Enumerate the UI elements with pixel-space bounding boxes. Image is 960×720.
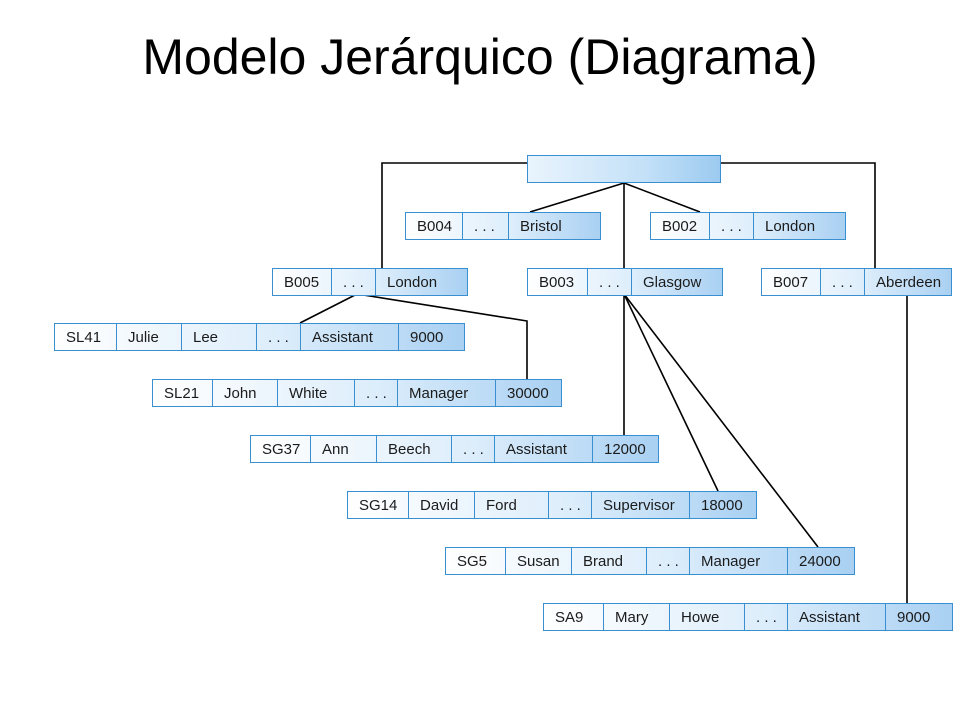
ellipsis-cell: . . . [647, 548, 690, 574]
first-name-cell: Susan [506, 548, 572, 574]
staff-no-cell: SG14 [348, 492, 409, 518]
staff-record-sg5: SG5 Susan Brand . . . Manager 24000 [445, 547, 855, 575]
last-name-cell: Lee [182, 324, 257, 350]
position-cell: Manager [690, 548, 788, 574]
salary-cell: 18000 [701, 496, 743, 514]
city-cell: London [765, 217, 816, 235]
connector-b003-sg5 [623, 293, 819, 548]
ellipsis-cell: . . . [463, 213, 509, 239]
city-cell: Aberdeen [876, 273, 942, 291]
staff-no-cell: SA9 [544, 604, 604, 630]
branch-record-b003: B003 . . . Glasgow [527, 268, 723, 296]
salary-cell: 24000 [799, 552, 841, 570]
connector-b003-sg14 [623, 293, 719, 492]
connector-b005-sl41 [299, 293, 358, 324]
branch-no-cell: B005 [273, 269, 332, 295]
root-record [527, 155, 721, 183]
staff-record-sg37: SG37 Ann Beech . . . Assistant 12000 [250, 435, 659, 463]
branch-no-cell: B007 [762, 269, 821, 295]
position-cell: Supervisor [592, 492, 690, 518]
ellipsis-cell: . . . [257, 324, 301, 350]
page-title: Modelo Jerárquico (Diagrama) [142, 29, 818, 85]
branch-record-b002: B002 . . . London [650, 212, 846, 240]
first-name-cell: Mary [604, 604, 670, 630]
first-name-cell: Julie [117, 324, 182, 350]
ellipsis-cell: . . . [332, 269, 376, 295]
last-name-cell: Beech [377, 436, 452, 462]
ellipsis-cell: . . . [355, 380, 398, 406]
ellipsis-cell: . . . [588, 269, 632, 295]
connector-root-b005 [381, 162, 527, 268]
branch-record-b007: B007 . . . Aberdeen [761, 268, 952, 296]
position-cell: Assistant [495, 436, 593, 462]
first-name-cell: David [409, 492, 475, 518]
last-name-cell: Ford [475, 492, 549, 518]
connector-root-b007 [721, 162, 876, 268]
branch-no-cell: B004 [406, 213, 463, 239]
staff-no-cell: SG5 [446, 548, 506, 574]
city-cell: Bristol [520, 217, 562, 235]
staff-record-sl41: SL41 Julie Lee . . . Assistant 9000 [54, 323, 465, 351]
branch-no-cell: B003 [528, 269, 588, 295]
city-cell: Glasgow [643, 273, 702, 291]
last-name-cell: Howe [670, 604, 745, 630]
ellipsis-cell: . . . [821, 269, 865, 295]
first-name-cell: Ann [311, 436, 377, 462]
branch-record-b005: B005 . . . London [272, 268, 468, 296]
salary-cell: 30000 [507, 384, 549, 402]
ellipsis-cell: . . . [710, 213, 754, 239]
branch-no-cell: B002 [651, 213, 710, 239]
staff-record-sg14: SG14 David Ford . . . Supervisor 18000 [347, 491, 757, 519]
ellipsis-cell: . . . [452, 436, 495, 462]
position-cell: Assistant [788, 604, 886, 630]
ellipsis-cell: . . . [745, 604, 788, 630]
last-name-cell: White [278, 380, 355, 406]
staff-record-sl21: SL21 John White . . . Manager 30000 [152, 379, 562, 407]
staff-record-sa9: SA9 Mary Howe . . . Assistant 9000 [543, 603, 953, 631]
first-name-cell: John [213, 380, 278, 406]
staff-no-cell: SG37 [251, 436, 311, 462]
connector-root-b002 [623, 182, 701, 213]
staff-no-cell: SL21 [153, 380, 213, 406]
staff-no-cell: SL41 [55, 324, 117, 350]
branch-record-b004: B004 . . . Bristol [405, 212, 601, 240]
ellipsis-cell: . . . [549, 492, 592, 518]
position-cell: Assistant [301, 324, 399, 350]
position-cell: Manager [398, 380, 496, 406]
salary-cell: 9000 [897, 608, 931, 626]
last-name-cell: Brand [572, 548, 647, 574]
connector-root-b004 [529, 182, 625, 213]
salary-cell: 9000 [410, 328, 444, 346]
connector-b005-sl21 [356, 293, 528, 379]
salary-cell: 12000 [604, 440, 646, 458]
city-cell: London [387, 273, 438, 291]
